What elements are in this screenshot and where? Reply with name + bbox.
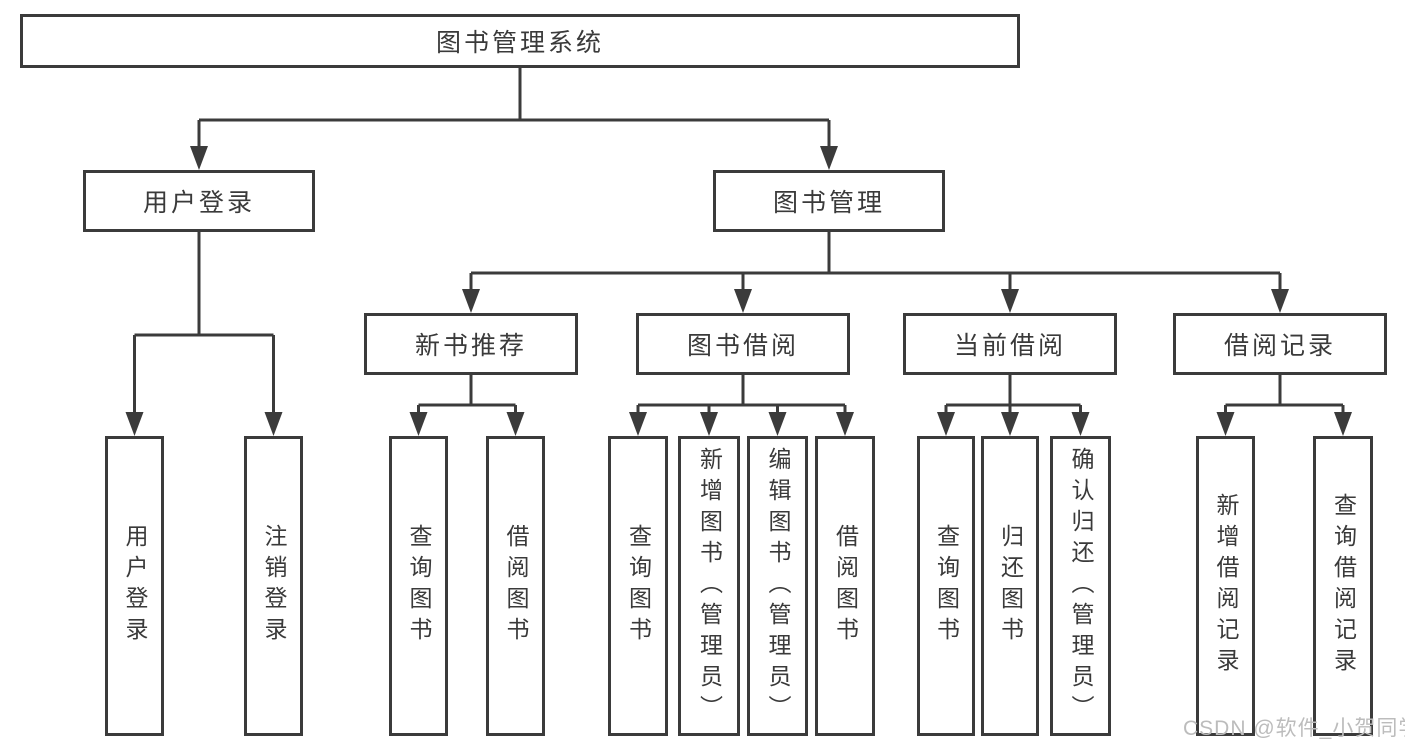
leaf-borrow-books-recommend: 借阅图书 — [486, 436, 545, 736]
arrowhead-down-icon — [937, 412, 955, 436]
arrowhead-down-icon — [190, 146, 208, 170]
node-user-login: 用户登录 — [83, 170, 315, 232]
node-book-management: 图书管理 — [713, 170, 945, 232]
connector-borrow-records-branch — [1224, 375, 1345, 412]
leaf-edit-books-admin: 编辑图书（管理员） — [747, 436, 808, 736]
connector-book-mgmt-branch — [469, 232, 1282, 289]
arrowhead-down-icon — [409, 412, 428, 436]
arrowhead-down-icon — [768, 412, 787, 436]
leaf-query-books-recommend: 查询图书 — [389, 436, 448, 736]
leaf-logout: 注销登录 — [244, 436, 303, 736]
arrowhead-down-icon — [836, 412, 854, 436]
arrowhead-down-icon — [1216, 412, 1235, 436]
node-new-book-recommendation: 新书推荐 — [364, 313, 578, 375]
arrowhead-down-icon — [820, 146, 838, 170]
leaf-user-login: 用户登录 — [105, 436, 164, 736]
leaf-add-books-admin: 新增图书（管理员） — [678, 436, 740, 736]
leaf-confirm-return-admin: 确认归还（管理员） — [1050, 436, 1111, 736]
arrowhead-down-icon — [1001, 289, 1019, 313]
arrowhead-down-icon — [1001, 412, 1019, 436]
arrowhead-down-icon — [1271, 289, 1289, 313]
leaf-query-books-borrowing: 查询图书 — [608, 436, 668, 736]
leaf-borrow-books: 借阅图书 — [815, 436, 875, 736]
connector-current-borrow-branch — [944, 375, 1082, 412]
connector-new-book-branch — [417, 375, 517, 412]
connector-book-borrow-branch — [636, 375, 847, 412]
node-library-management-system: 图书管理系统 — [20, 14, 1020, 68]
arrowhead-down-icon — [700, 412, 718, 436]
arrowhead-down-icon — [734, 289, 752, 313]
arrowhead-down-icon — [1071, 412, 1090, 436]
connector-user-login-branch — [133, 232, 275, 412]
arrowhead-down-icon — [125, 412, 144, 436]
arrowhead-down-icon — [1334, 412, 1352, 436]
leaf-query-books-current: 查询图书 — [917, 436, 975, 736]
node-current-borrowing: 当前借阅 — [903, 313, 1117, 375]
node-borrowing-records: 借阅记录 — [1173, 313, 1387, 375]
leaf-return-books: 归还图书 — [981, 436, 1039, 736]
node-book-borrowing: 图书借阅 — [636, 313, 850, 375]
arrowhead-down-icon — [264, 412, 283, 436]
arrowhead-down-icon — [506, 412, 525, 436]
arrowhead-down-icon — [462, 289, 480, 313]
csdn-watermark: CSDN @软件_小贺同学 — [1183, 717, 1405, 740]
connector-root-to-level2 — [197, 68, 831, 146]
arrowhead-down-icon — [629, 412, 647, 436]
leaf-add-borrow-record: 新增借阅记录 — [1196, 436, 1255, 736]
leaf-query-borrow-record: 查询借阅记录 — [1313, 436, 1373, 736]
